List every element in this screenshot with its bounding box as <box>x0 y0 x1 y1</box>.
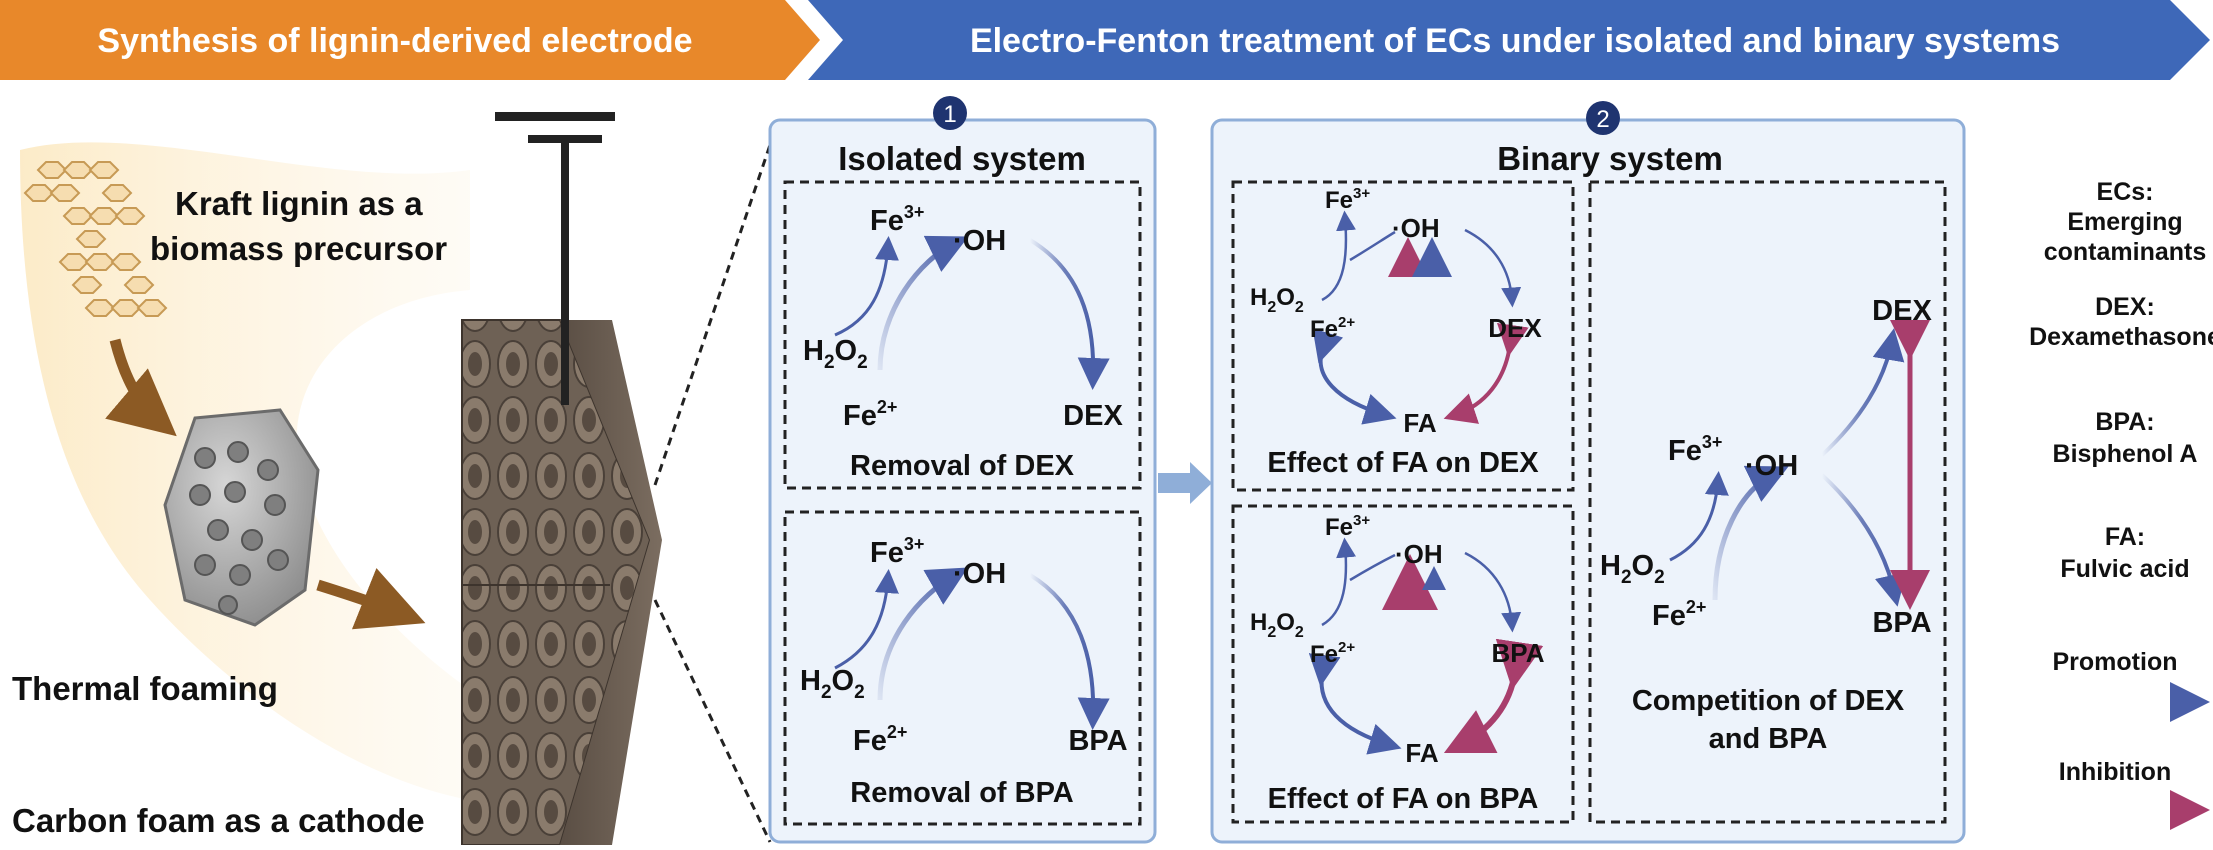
comp-oh: ·OH <box>1745 450 1798 482</box>
fa-bpa-box: Fe3+ ·OH H2O2 Fe2+ BPA FA Effect of FA o… <box>1231 504 1575 824</box>
fabpa-caption: Effect of FA on BPA <box>1268 783 1539 815</box>
foaming-label: Thermal foaming <box>12 670 278 707</box>
dex-h2o2: H2O2 <box>803 335 868 373</box>
bpa-fe2: Fe2+ <box>853 722 907 757</box>
cathode-label: Carbon foam as a cathode <box>12 802 425 839</box>
comp-caption-line1: Competition of DEX <box>1632 685 1905 717</box>
legend-ecs-line2: contaminants <box>2044 238 2207 266</box>
lignin-label-line1: Kraft lignin as a <box>175 185 423 222</box>
zoom-line-bottom <box>653 599 772 843</box>
fadex-fa: FA <box>1403 408 1436 438</box>
fadex-fe2: Fe2+ <box>1310 314 1355 343</box>
legend-promotion: Promotion <box>2053 648 2178 676</box>
fadex-fe3: Fe3+ <box>1325 185 1370 214</box>
banner-right: Electro-Fenton treatment of ECs under is… <box>808 0 2210 80</box>
legend: ECs: Emerging contaminants DEX: Dexameth… <box>2018 178 2213 830</box>
fabpa-fe2: Fe2+ <box>1310 639 1355 668</box>
dex-target: DEX <box>1063 400 1123 432</box>
fabpa-fa: FA <box>1405 738 1438 768</box>
legend-bpa-title: BPA: <box>2095 408 2154 436</box>
bpa-target: BPA <box>1068 725 1127 757</box>
dex-fe2: Fe2+ <box>843 397 897 432</box>
fabpa-target: BPA <box>1492 638 1545 668</box>
banner-left-text: Synthesis of lignin-derived electrode <box>97 22 692 60</box>
fadex-oh: ·OH <box>1392 213 1440 243</box>
isolated-badge <box>933 96 967 130</box>
legend-dex-name: Dexamethasone <box>2029 323 2213 351</box>
comp-dex: DEX <box>1872 295 1932 327</box>
legend-inhibition: Inhibition <box>2059 758 2171 786</box>
comp-caption-line2: and BPA <box>1709 723 1828 755</box>
fabpa-h2o2: H2O2 <box>1250 609 1304 641</box>
bpa-caption: Removal of BPA <box>850 777 1074 809</box>
comp-bpa: BPA <box>1872 607 1931 639</box>
lignin-hexagons <box>23 161 168 317</box>
binary-panel: 2 Binary system Fe3+ ·OH H2O2 Fe2+ DEX F… <box>1210 101 1966 844</box>
legend-ecs-line1: Emerging <box>2067 208 2182 236</box>
isolated-title: Isolated system <box>838 140 1086 177</box>
binary-title: Binary system <box>1497 140 1723 177</box>
dex-oh: ·OH <box>953 225 1006 257</box>
bpa-fe3: Fe3+ <box>870 534 924 569</box>
fa-dex-box: Fe3+ ·OH H2O2 Fe2+ DEX FA Effect of FA o… <box>1231 180 1575 492</box>
banner-left: Synthesis of lignin-derived electrode <box>0 0 820 80</box>
left-panel: Kraft lignin as a biomass precursor Ther… <box>12 142 470 839</box>
banner-right-text: Electro-Fenton treatment of ECs under is… <box>970 22 2060 60</box>
comp-h2o2: H2O2 <box>1600 550 1665 588</box>
bpa-h2o2: H2O2 <box>800 665 865 703</box>
comp-fe3: Fe3+ <box>1668 432 1722 467</box>
dex-caption: Removal of DEX <box>850 450 1075 482</box>
fadex-h2o2: H2O2 <box>1250 284 1304 316</box>
arrow-foam-to-cathode <box>316 568 426 630</box>
fadex-target: DEX <box>1488 313 1542 343</box>
removal-dex-box: Fe3+ ·OH H2O2 Fe2+ DEX Removal of DEX <box>783 180 1142 490</box>
binary-badge-number: 2 <box>1596 106 1609 133</box>
zoom-line-top <box>653 144 772 486</box>
comp-fe2: Fe2+ <box>1652 597 1706 632</box>
binary-badge <box>1586 101 1620 135</box>
panel-arrow <box>1158 462 1212 504</box>
competition-box: Fe3+ ·OH H2O2 Fe2+ DEX BPA Competition o… <box>1588 180 1947 824</box>
bpa-oh: ·OH <box>953 558 1006 590</box>
legend-bpa-name: Bisphenol A <box>2053 440 2198 468</box>
fabpa-oh: ·OH <box>1395 539 1443 569</box>
arrow-lignin-to-foam <box>105 338 177 437</box>
precursor-stone <box>163 408 320 627</box>
fadex-caption: Effect of FA on DEX <box>1267 447 1539 479</box>
removal-bpa-box: Fe3+ ·OH H2O2 Fe2+ BPA Removal of BPA <box>783 510 1142 826</box>
fabpa-fe3: Fe3+ <box>1325 512 1370 541</box>
legend-dex-title: DEX: <box>2095 293 2155 321</box>
lignin-label-line2: biomass precursor <box>150 230 447 267</box>
legend-fa-name: Fulvic acid <box>2060 555 2189 583</box>
legend-fa-title: FA: <box>2105 523 2145 551</box>
legend-ecs-title: ECs: <box>2097 178 2154 206</box>
dex-fe3: Fe3+ <box>870 202 924 237</box>
carbon-foam-cathode <box>461 112 662 846</box>
isolated-panel: 1 Isolated system Fe3+ ·OH H2O2 Fe2+ DEX… <box>768 96 1157 844</box>
isolated-badge-number: 1 <box>943 101 956 128</box>
